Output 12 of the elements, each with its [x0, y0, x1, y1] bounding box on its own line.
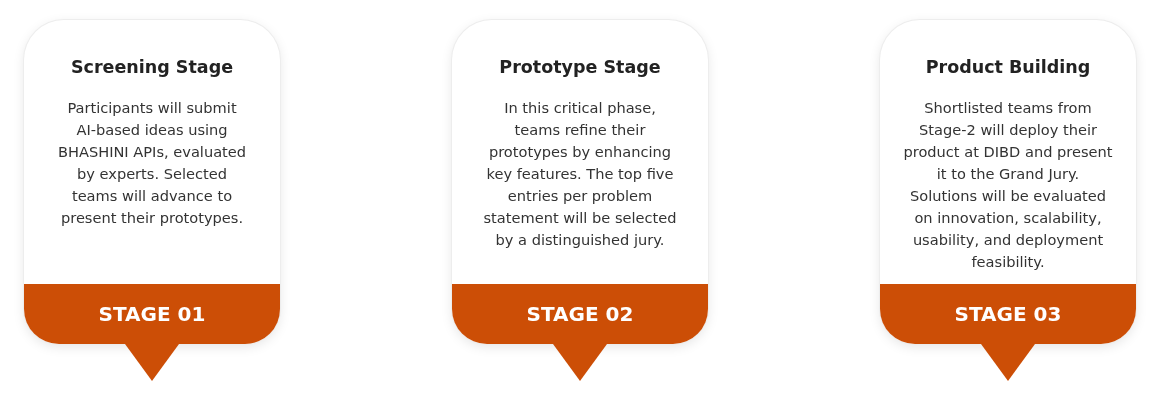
- card-heading: Product Building: [924, 56, 1092, 79]
- card-heading: Prototype Stage: [498, 56, 662, 79]
- stage-card: [452, 20, 708, 344]
- stage-label: STAGE 02: [526, 302, 634, 326]
- stage-label: STAGE 03: [954, 302, 1062, 326]
- stage-label: STAGE 01: [98, 302, 206, 326]
- card-description: Shortlisted teams from Stage-2 will deploy their product at DIBD and present it to the Grand Jury. Solutions will be evaluated on innovation, scalability, usability, and deployment feasibility.: [902, 98, 1114, 272]
- card-description: Participants will submit AI-based ideas using BHASHINI APIs, evaluated by experts. Selected teams will advance to present their prototypes.: [57, 98, 247, 228]
- stage-card: [24, 20, 280, 344]
- card-description: In this critical phase, teams refine their prototypes by enhancing key features. The top five entries per problem statement will be selected by a distinguished jury.: [482, 98, 678, 250]
- stage-card: [880, 20, 1136, 344]
- card-heading: Screening Stage: [69, 56, 235, 79]
